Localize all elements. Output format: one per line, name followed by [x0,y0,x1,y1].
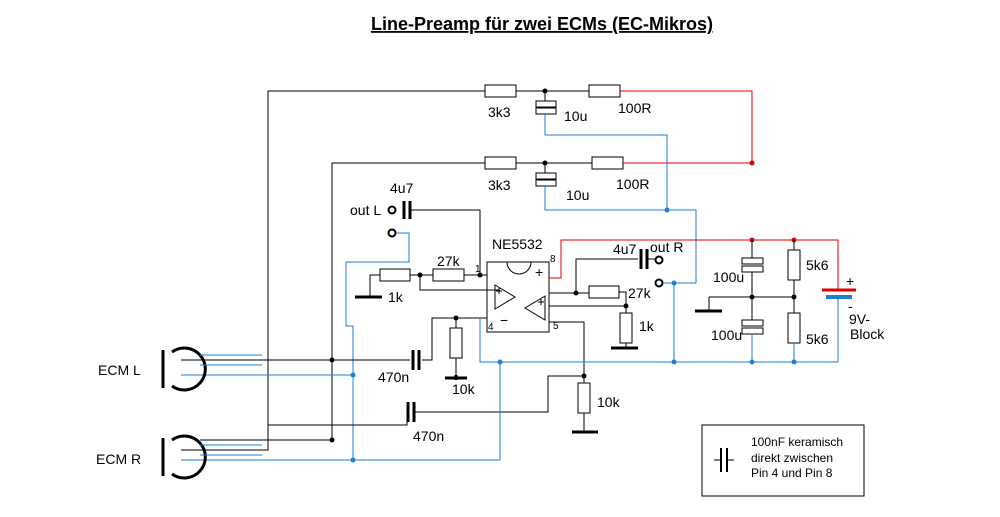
feedback-network-r: 27k 1k [549,285,655,350]
out-r-terminal-lower[interactable] [654,278,664,288]
label-out-r: out R [650,239,683,255]
capacitor-100u-top [741,257,764,273]
label-4u7-left: 4u7 [390,180,414,196]
pin-minus: − [500,312,508,328]
battery-label-2: Block [850,326,885,342]
chip-label: NE5532 [492,236,543,252]
out-l-terminal-upper[interactable] [387,205,397,215]
battery-plus: + [846,273,854,289]
resistor-1k-right [619,312,633,344]
pin-8: 8 [550,254,556,265]
pin-plus: + [535,264,543,280]
input-l-coupling: 470n 10k [200,315,487,397]
label-100u-bottom: 100u [711,327,742,343]
label-10u-mid: 10u [566,187,589,203]
label-ecm-l: ECM L [98,362,141,378]
label-100u-top: 100u [713,269,744,285]
supply-filter: 100u 100u 5k6 5k6 [695,240,829,362]
resistor-3k3-mid [484,156,517,170]
battery-label-1: 9V- [849,311,870,327]
label-27k-right: 27k [628,285,652,301]
label-10u-top: 10u [564,108,587,124]
resistor-10k-right [577,382,591,414]
label-10k-right: 10k [597,394,621,410]
ecm-r-bias-branch: 3k3 10u 100R [331,156,755,360]
capacitor-10u-mid [535,172,557,187]
resistor-3k3-top [484,84,517,98]
battery-9v: + - 9V- Block [822,273,885,342]
resistor-1k-left [379,268,411,282]
resistor-5k6-top [787,249,801,281]
label-1k-left: 1k [388,289,404,305]
label-27k-left: 27k [437,253,461,269]
capacitor-100u-bottom [741,319,764,335]
label-5k6-bottom: 5k6 [806,331,829,347]
resistor-5k6-bottom [787,312,801,344]
note-line-3: Pin 4 und Pin 8 [751,466,833,480]
output-r-section: 4u7 out R [549,239,696,362]
opamp-ne5532: NE5532 1 4 5 8 + − [475,236,839,333]
resistor-100r-top [588,84,621,98]
pin-5: 5 [553,321,559,332]
note-line-1: 100nF keramisch [751,435,843,449]
out-r-terminal-upper[interactable] [654,255,664,265]
feedback-network-l: 1k 27k [355,253,500,305]
label-470n-right: 470n [413,428,444,444]
bias-rail [200,305,839,463]
note-line-2: direkt zwischen [751,451,833,465]
ecm-r-microphone: ECM R [96,434,262,480]
label-3k3-top: 3k3 [488,104,511,120]
label-3k3-mid: 3k3 [488,177,511,193]
label-4u7-right: 4u7 [613,241,637,257]
output-l-section: 4u7 out L [345,180,481,460]
capacitor-10u-top [535,100,557,115]
diagram-title: Line-Preamp für zwei ECMs (EC-Mikros) [371,14,713,34]
decoupling-note: 100nF keramisch direkt zwischen Pin 4 un… [701,424,865,497]
label-1k-right: 1k [639,318,655,334]
resistor-10k-left [449,327,463,359]
pin-1: 1 [475,264,481,275]
label-470n-left: 470n [378,369,409,385]
label-100r-mid: 100R [616,176,649,192]
ecm-l-microphone: ECM L [98,346,262,392]
label-5k6-top: 5k6 [806,257,829,273]
pin-4: 4 [488,322,494,333]
input-r-coupling: 470n 10k [200,321,621,451]
label-out-l: out L [350,202,381,218]
label-100r-top: 100R [618,100,651,116]
label-ecm-r: ECM R [96,451,141,467]
out-l-terminal-lower[interactable] [387,228,397,238]
resistor-100r-mid [591,156,624,170]
label-10k-left: 10k [452,381,476,397]
ecm-l-bias-branch: 3k3 10u 100R [267,84,753,365]
resistor-27k-left [432,268,465,282]
battery-minus: - [848,298,853,314]
resistor-27k-right [588,285,620,299]
